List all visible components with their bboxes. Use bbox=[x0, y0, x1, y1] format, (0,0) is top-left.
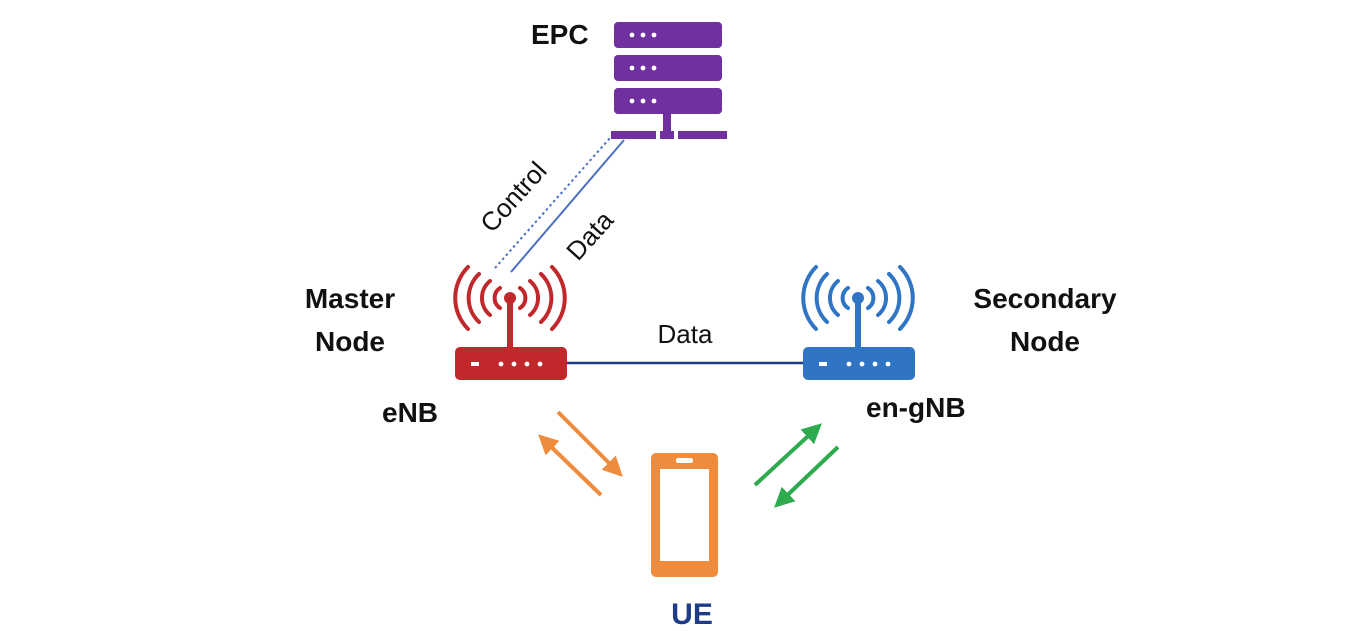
en-gnb-router-icon bbox=[801, 265, 915, 380]
epc-data-link-label: Data bbox=[560, 205, 619, 266]
master-node-label-line1: Master bbox=[305, 283, 395, 314]
x2-data-link-label: Data bbox=[658, 319, 713, 349]
enb-label: eNB bbox=[382, 397, 438, 428]
enb-ue-arrows bbox=[538, 410, 623, 497]
en-gnb-ue-arrows bbox=[753, 423, 840, 508]
secondary-node-label-line2: Node bbox=[1010, 326, 1080, 357]
ue-to-en-gnb-arrow bbox=[753, 423, 822, 487]
enb-to-ue-arrow bbox=[556, 410, 623, 477]
control-link-line bbox=[494, 137, 611, 269]
epc-data-link-line bbox=[510, 139, 625, 273]
master-node-label-line2: Node bbox=[315, 326, 385, 357]
ue-to-enb-arrow bbox=[538, 434, 603, 497]
epc-label: EPC bbox=[531, 19, 589, 50]
control-link-label: Control bbox=[474, 156, 552, 238]
epc-server-icon bbox=[611, 22, 727, 139]
secondary-node-label-line1: Secondary bbox=[973, 283, 1117, 314]
ue-phone-icon bbox=[651, 453, 718, 577]
en-gnb-to-ue-arrow bbox=[774, 445, 840, 508]
ue-label: UE bbox=[671, 598, 713, 631]
en-gnb-label: en-gNB bbox=[866, 392, 966, 423]
enb-router-icon bbox=[453, 265, 567, 380]
